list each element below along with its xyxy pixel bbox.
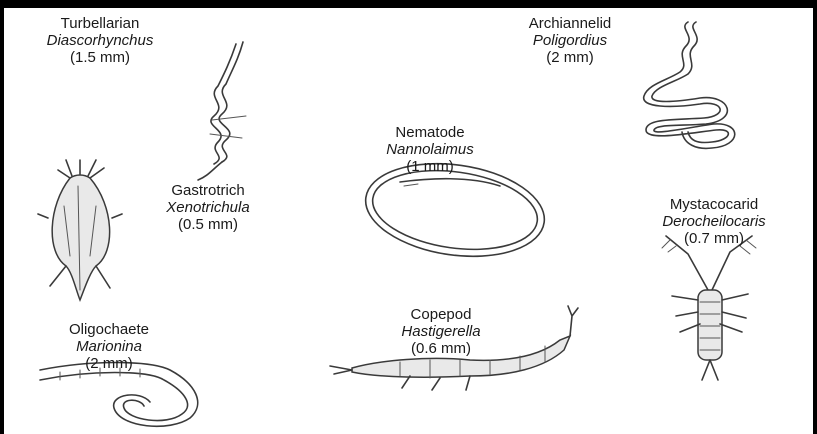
archiannelid-illustration (644, 22, 735, 148)
size-value: (1.5 mm) (20, 49, 180, 66)
label-oligochaete: Oligochaete Marionina (2 mm) (34, 321, 184, 372)
size-value: (0.6 mm) (356, 340, 526, 357)
genus-name: Hastigerella (356, 323, 526, 340)
gastrotrich-illustration (38, 160, 122, 300)
size-value: (2 mm) (34, 355, 184, 372)
genus-name: Marionina (34, 338, 184, 355)
common-name: Mystacocarid (616, 196, 812, 213)
label-copepod: Copepod Hastigerella (0.6 mm) (356, 306, 526, 357)
size-value: (2 mm) (490, 49, 650, 66)
genus-name: Nannolaimus (340, 141, 520, 158)
genus-name: Poligordius (490, 32, 650, 49)
label-gastrotrich: Gastrotrich Xenotrichula (0.5 mm) (128, 182, 288, 233)
common-name: Copepod (356, 306, 526, 323)
label-turbellarian: Turbellarian Diascorhynchus (1.5 mm) (20, 15, 180, 66)
common-name: Turbellarian (20, 15, 180, 32)
common-name: Oligochaete (34, 321, 184, 338)
common-name: Gastrotrich (128, 182, 288, 199)
turbellarian-illustration (198, 42, 246, 180)
size-value: (1 mm) (340, 158, 520, 175)
size-value: (0.5 mm) (128, 216, 288, 233)
common-name: Archiannelid (490, 15, 650, 32)
mystacocarid-illustration (662, 236, 756, 380)
label-archiannelid: Archiannelid Poligordius (2 mm) (490, 15, 650, 66)
size-value: (0.7 mm) (616, 230, 812, 247)
label-nematode: Nematode Nannolaimus (1 mm) (340, 124, 520, 175)
genus-name: Xenotrichula (128, 199, 288, 216)
genus-name: Derocheilocaris (616, 213, 812, 230)
genus-name: Diascorhynchus (20, 32, 180, 49)
label-mystacocarid: Mystacocarid Derocheilocaris (0.7 mm) (616, 196, 812, 247)
common-name: Nematode (340, 124, 520, 141)
oligochaete-illustration (40, 363, 198, 427)
